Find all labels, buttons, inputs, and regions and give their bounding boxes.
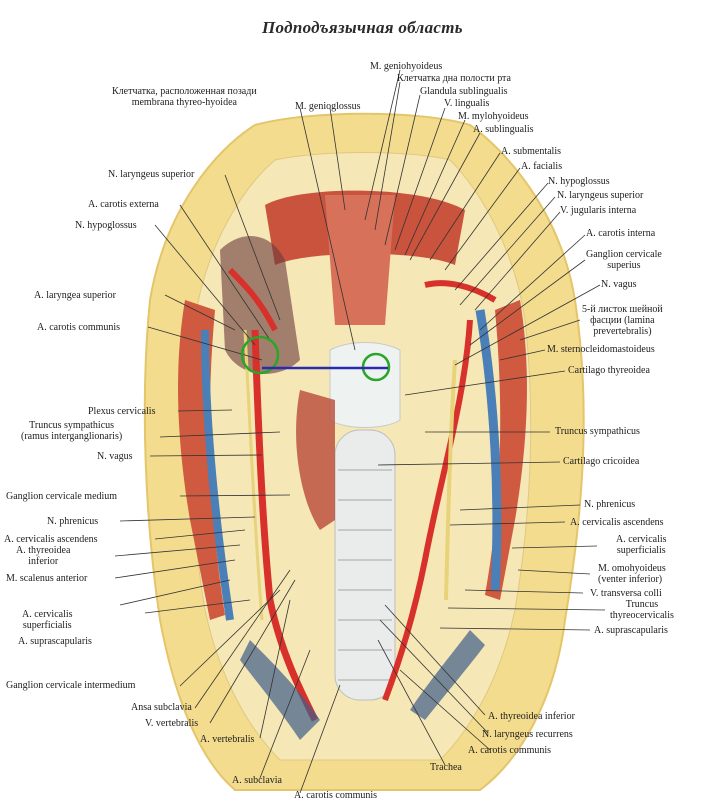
label-n-hypoglossus-right: N. hypoglossus bbox=[548, 176, 610, 187]
label-n-vagus-left: N. vagus bbox=[97, 451, 133, 462]
scm-left bbox=[178, 300, 225, 620]
label-n-phrenicus-right: N. phrenicus bbox=[584, 499, 636, 510]
label-ganglion-cervicale-intermedium: Ganglion cervicale intermedium bbox=[6, 680, 136, 691]
label-m-omohyoideus: M. omohyoideus (venter inferior) bbox=[598, 563, 666, 585]
subclavian-area-right bbox=[410, 630, 485, 720]
label-kletchatka-dna: Клетчатка дна полости рта bbox=[397, 73, 511, 84]
upper-left-vessels bbox=[227, 267, 278, 332]
label-kletchatka-pozadi: Клетчатка, расположенная позади membrana… bbox=[112, 86, 257, 108]
highlight-circle-left bbox=[240, 335, 280, 375]
label-a-cervicalis-superficialis-right: A. cervicalis superficialis bbox=[616, 534, 667, 556]
label-m-geniohyoideus: M. geniohyoideus bbox=[370, 61, 443, 72]
label-glandula-sublingualis: Glandula sublingualis bbox=[420, 86, 508, 97]
label-v-jugularis-interna: V. jugularis interna bbox=[560, 205, 637, 216]
label-a-carotis-interna: A. carotis interna bbox=[586, 228, 656, 239]
sympathetic-trunk-right bbox=[444, 359, 457, 601]
label-v-vertebralis: V. vertebralis bbox=[145, 718, 199, 729]
label-a-cervicalis-ascendens-right: A. cervicalis ascendens bbox=[570, 517, 664, 528]
label-m-scalenus-anterior: M. scalenus anterior bbox=[6, 573, 88, 584]
label-a-sublingualis: A. sublingualis bbox=[473, 124, 534, 135]
label-a-subclavia: A. subclavia bbox=[232, 775, 282, 786]
label-a-thyreoidea-inferior-left: A. thyreoidea inferior bbox=[16, 545, 71, 567]
upper-right-vessels bbox=[424, 280, 497, 303]
label-m-mylohyoideus: M. mylohyoideus bbox=[458, 111, 529, 122]
label-a-submentalis: A. submentalis bbox=[501, 146, 561, 157]
label-a-thyreoidea-inferior-right: A. thyreoidea inferior bbox=[488, 711, 575, 722]
label-truncus-sympathicus-left: Truncus sympathicus (ramus interganglion… bbox=[21, 420, 123, 442]
label-m-sternocleidomastoideus: M. sternocleidomastoideus bbox=[547, 344, 655, 355]
label-a-carotis-externa: A. carotis externa bbox=[88, 199, 159, 210]
label-a-cervicalis-ascendens-left: A. cervicalis ascendens bbox=[4, 534, 98, 545]
thyroid-lobe-left bbox=[296, 390, 335, 530]
label-n-vagus-right: N. vagus bbox=[601, 279, 637, 290]
label-n-laryngeus-superior-left: N. laryngeus superior bbox=[108, 169, 195, 180]
label-ansa-subclavia: Ansa subclavia bbox=[131, 702, 192, 713]
label-fascia-5: 5-й листок шейной фасции (lamina prevert… bbox=[582, 304, 663, 337]
label-ganglion-cervicale-medium: Ganglion cervicale medium bbox=[6, 491, 118, 502]
carotis-communis-left bbox=[251, 329, 319, 722]
genioglossus-muscle bbox=[325, 195, 395, 325]
label-a-laryngea-superior: A. laryngea superior bbox=[34, 290, 116, 301]
label-a-cervicalis-superficialis-left: A. cervicalis superficialis bbox=[22, 609, 73, 631]
label-a-suprascapularis-left: A. suprascapularis bbox=[18, 636, 92, 647]
label-trachea: Trachea bbox=[430, 762, 462, 773]
label-n-hypoglossus-left: N. hypoglossus bbox=[75, 220, 137, 231]
label-n-laryngeus-superior-right: N. laryngeus superior bbox=[557, 190, 644, 201]
label-truncus-sympathicus-right: Truncus sympathicus bbox=[555, 426, 640, 437]
carotis-communis-right bbox=[382, 319, 473, 702]
label-a-vertebralis: A. vertebralis bbox=[200, 734, 255, 745]
label-m-genioglossus: M. genioglossus bbox=[295, 101, 361, 112]
label-v-lingualis: V. lingualis bbox=[444, 98, 490, 109]
label-a-carotis-communis-right-bottom: A. carotis communis bbox=[468, 745, 552, 756]
label-cartilago-thyreoidea: Cartilago thyreoidea bbox=[568, 365, 650, 376]
thyroid-cartilage bbox=[329, 342, 401, 428]
label-ganglion-cervicale-superius: Ganglion cervicale superius bbox=[586, 249, 662, 271]
label-n-laryngeus-recurrens: N. laryngeus recurrens bbox=[482, 729, 573, 740]
label-a-facialis: A. facialis bbox=[521, 161, 563, 172]
label-cartilago-cricoidea: Cartilago cricoidea bbox=[563, 456, 640, 467]
label-n-phrenicus-left: N. phrenicus bbox=[47, 516, 99, 527]
leader-lines bbox=[114, 69, 606, 794]
page-title: Подподъязычная область bbox=[262, 18, 463, 37]
label-a-carotis-communis-bottom: A. carotis communis bbox=[294, 790, 378, 801]
label-v-transversa-colli: V. transversa colli bbox=[590, 588, 662, 599]
label-plexus-cervicalis: Plexus cervicalis bbox=[88, 406, 156, 417]
subclavian-area-left bbox=[240, 640, 320, 740]
label-a-carotis-communis-left: A. carotis communis bbox=[37, 322, 121, 333]
jugular-right bbox=[475, 309, 502, 591]
trachea-shape bbox=[334, 429, 396, 701]
label-a-suprascapularis-right: A. suprascapularis bbox=[594, 625, 668, 636]
label-truncus-thyreocervicalis: Truncus thyreocervicalis bbox=[610, 599, 674, 621]
